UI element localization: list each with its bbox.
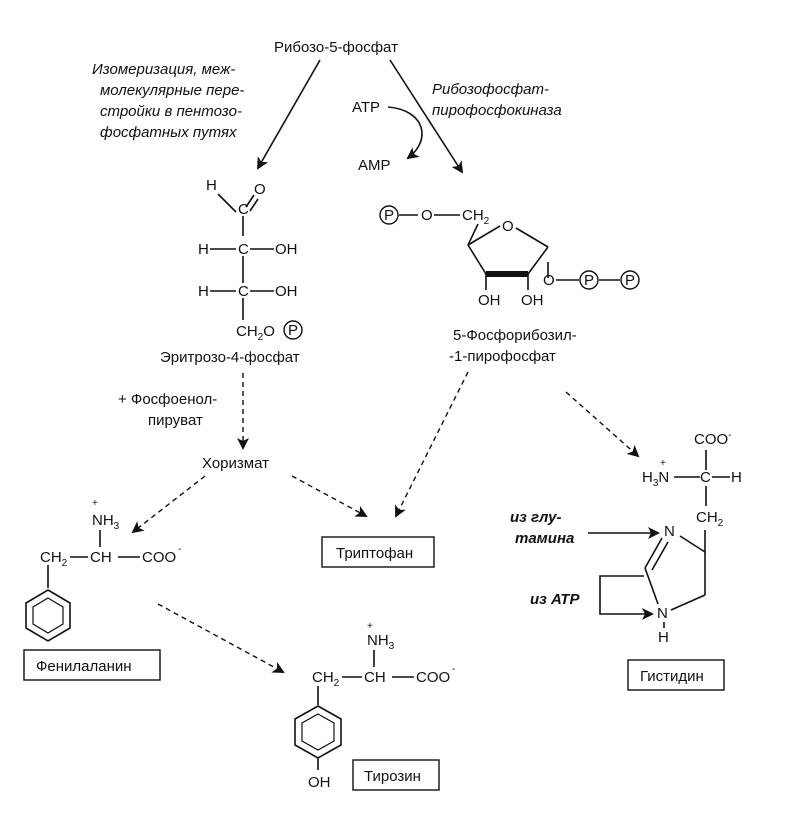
svg-text:стройки в пентозо-: стройки в пентозо- [100, 103, 242, 120]
tyrosine-label: Тирозин [364, 768, 421, 785]
svg-text:CH: CH [364, 669, 386, 686]
atp-amp-curved-arrow [387, 106, 423, 160]
ribose-5-phosphate-label: Рибозо-5-фосфат [274, 39, 398, 56]
svg-text:OH: OH [308, 774, 331, 791]
svg-text:+ Фосфоенол-: + Фосфоенол- [118, 391, 217, 408]
svg-text:NH3: NH3 [367, 632, 395, 652]
svg-text:H: H [206, 177, 217, 194]
svg-text:пируват: пируват [148, 412, 203, 429]
svg-text:OH: OH [478, 292, 501, 309]
arrow-chorismate-to-phe [131, 475, 206, 534]
svg-text:CH: CH [90, 549, 112, 566]
histidine-structure: COO- + H3N C H CH2 N N H [642, 430, 742, 646]
svg-text:COO: COO [142, 549, 176, 566]
svg-text:P: P [384, 207, 394, 224]
svg-text:N: N [657, 605, 668, 622]
chorismate-label: Хоризмат [202, 455, 269, 472]
arrow-prpp-to-trp [395, 371, 469, 518]
enzyme-note: Рибозофосфат- пирофосфокиназа [432, 81, 562, 119]
svg-text:C: C [700, 469, 711, 486]
svg-text:фосфатных путях: фосфатных путях [100, 124, 237, 141]
pep-note: + Фосфоенол- пируват [118, 391, 217, 429]
svg-text:+: + [92, 498, 98, 509]
svg-text:OH: OH [521, 292, 544, 309]
svg-text:N: N [664, 523, 675, 540]
isomerization-note: Изомеризация, меж- молекулярные пере- ст… [92, 61, 244, 141]
amp-label: AMP [358, 157, 391, 174]
prpp-structure: P O CH2 O OH OH O P P [379, 205, 640, 309]
arrow-ribose-to-prpp [389, 59, 464, 174]
arrow-prpp-to-his [565, 391, 640, 458]
svg-text:H: H [658, 629, 669, 646]
svg-text:-: - [452, 664, 455, 675]
svg-text:C: C [238, 241, 249, 258]
svg-text:O: O [254, 181, 266, 198]
svg-text:пирофосфокиназа: пирофосфокиназа [432, 102, 562, 119]
svg-text:P: P [625, 272, 635, 289]
svg-text:H: H [731, 469, 742, 486]
svg-text:P: P [584, 272, 594, 289]
svg-text:CH2: CH2 [40, 549, 68, 569]
tryptophan-label: Триптофан [336, 545, 413, 562]
svg-text:C: C [238, 201, 249, 218]
phenylalanine-label: Фенилаланин [36, 658, 132, 675]
phe-benzene-ring [25, 589, 71, 642]
svg-text:CH2: CH2 [312, 669, 340, 689]
svg-text:Рибозофосфат-: Рибозофосфат- [432, 81, 549, 98]
atp-label: ATP [352, 99, 380, 116]
svg-text:тамина: тамина [515, 530, 574, 547]
svg-text:CH2O: CH2O [236, 323, 275, 343]
svg-text:H3N: H3N [642, 469, 669, 489]
from-glutamine-note: из глу- тамина [510, 509, 574, 547]
svg-text:из глу-: из глу- [510, 509, 561, 526]
phenylalanine-box [23, 649, 161, 681]
bracket-arrow-atp [599, 575, 654, 620]
svg-text:H: H [198, 241, 209, 258]
from-atp-note: из АТР [530, 591, 580, 608]
svg-text:O: O [421, 207, 433, 224]
tyrosine-box [352, 759, 440, 791]
svg-text:COO: COO [416, 669, 450, 686]
tyrosine-structure: + NH3 CH2 CH COO - OH [294, 621, 455, 791]
histidine-label: Гистидин [640, 668, 704, 685]
svg-text:H: H [198, 283, 209, 300]
svg-text:OH: OH [275, 241, 298, 258]
arrow-chorismate-to-trp [291, 475, 368, 517]
svg-text:+: + [660, 458, 666, 469]
prpp-label-line2: -1-пирофосфат [449, 348, 556, 365]
erythrose-structure: H C O H C OH H C OH CH2O P [198, 177, 303, 343]
prpp-label-line1: 5-Фосфорибозил- [453, 327, 577, 344]
svg-text:O: O [543, 272, 555, 289]
histidine-box [627, 659, 725, 691]
svg-text:C: C [238, 283, 249, 300]
svg-text:NH3: NH3 [92, 512, 120, 532]
tryptophan-box [321, 536, 435, 568]
arrow-ribose-to-erythrose [257, 59, 321, 170]
svg-text:OH: OH [275, 283, 298, 300]
svg-text:O: O [502, 218, 514, 235]
svg-text:молекулярные пере-: молекулярные пере- [100, 82, 244, 99]
svg-text:CH2: CH2 [462, 207, 490, 227]
svg-text:P: P [288, 322, 298, 339]
svg-text:COO-: COO- [694, 430, 732, 448]
svg-text:+: + [367, 621, 373, 632]
svg-text:Изомеризация, меж-: Изомеризация, меж- [92, 61, 235, 78]
erythrose-4-phosphate-label: Эритрозо-4-фосфат [160, 349, 300, 366]
svg-text:CH2: CH2 [696, 509, 724, 529]
phenylalanine-structure: + NH3 CH2 CH COO - [25, 498, 181, 642]
arrow-phe-to-tyr [157, 603, 285, 673]
svg-text:-: - [178, 544, 181, 555]
